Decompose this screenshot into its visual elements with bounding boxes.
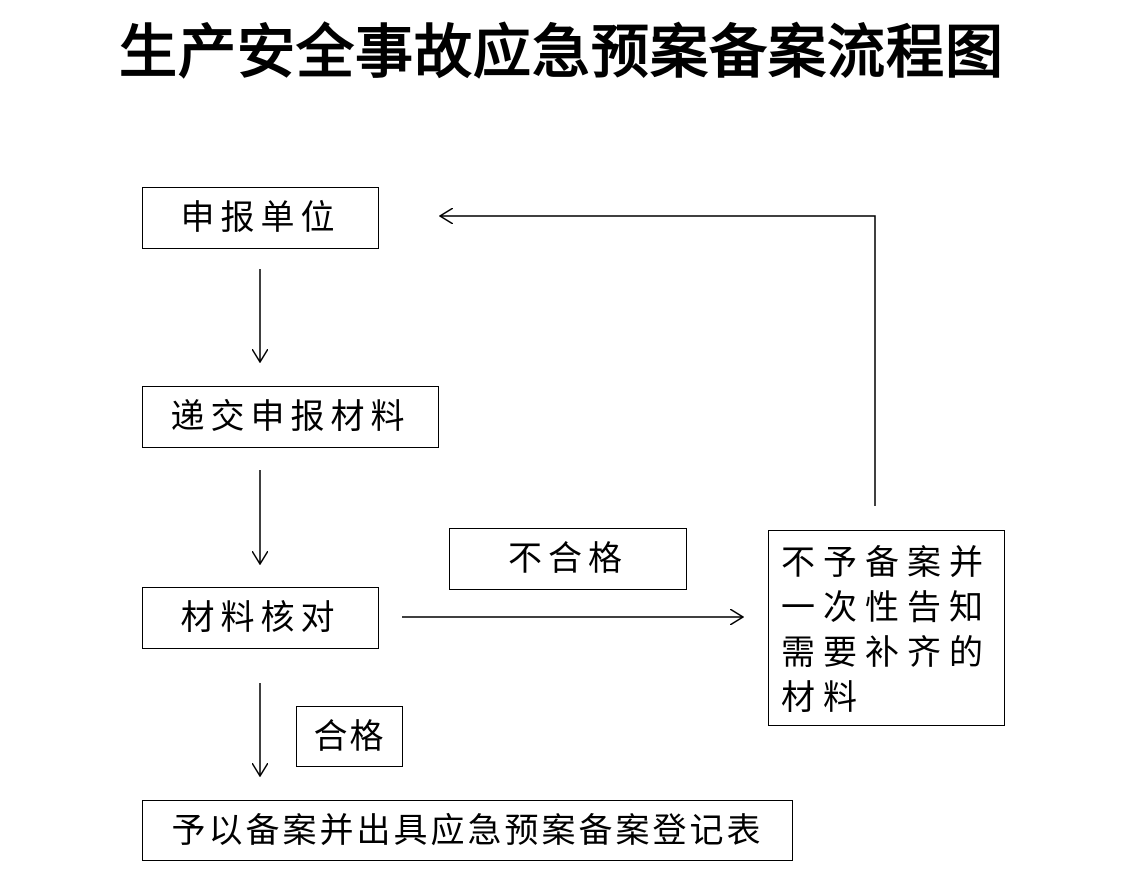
page-title: 生产安全事故应急预案备案流程图 bbox=[118, 18, 1004, 86]
label-unqualified: 不合格 bbox=[449, 528, 687, 590]
node-verify-materials: 材料核对 bbox=[142, 587, 379, 649]
node-reject-notify: 不予备案并 一次性告知 需要补齐的 材料 bbox=[768, 530, 1005, 726]
node-apply-unit: 申报单位 bbox=[142, 187, 379, 249]
node-submit-materials: 递交申报材料 bbox=[142, 386, 439, 448]
label-qualified: 合格 bbox=[296, 706, 403, 767]
reject-line-2: 一次性告知 bbox=[781, 588, 991, 628]
reject-line-3: 需要补齐的 bbox=[781, 633, 991, 673]
reject-line-1: 不予备案并 bbox=[781, 543, 991, 583]
node-approve-record: 予以备案并出具应急预案备案登记表 bbox=[142, 800, 793, 861]
reject-line-4: 材料 bbox=[781, 678, 865, 718]
arrow-reject-back-to-apply bbox=[440, 216, 876, 506]
